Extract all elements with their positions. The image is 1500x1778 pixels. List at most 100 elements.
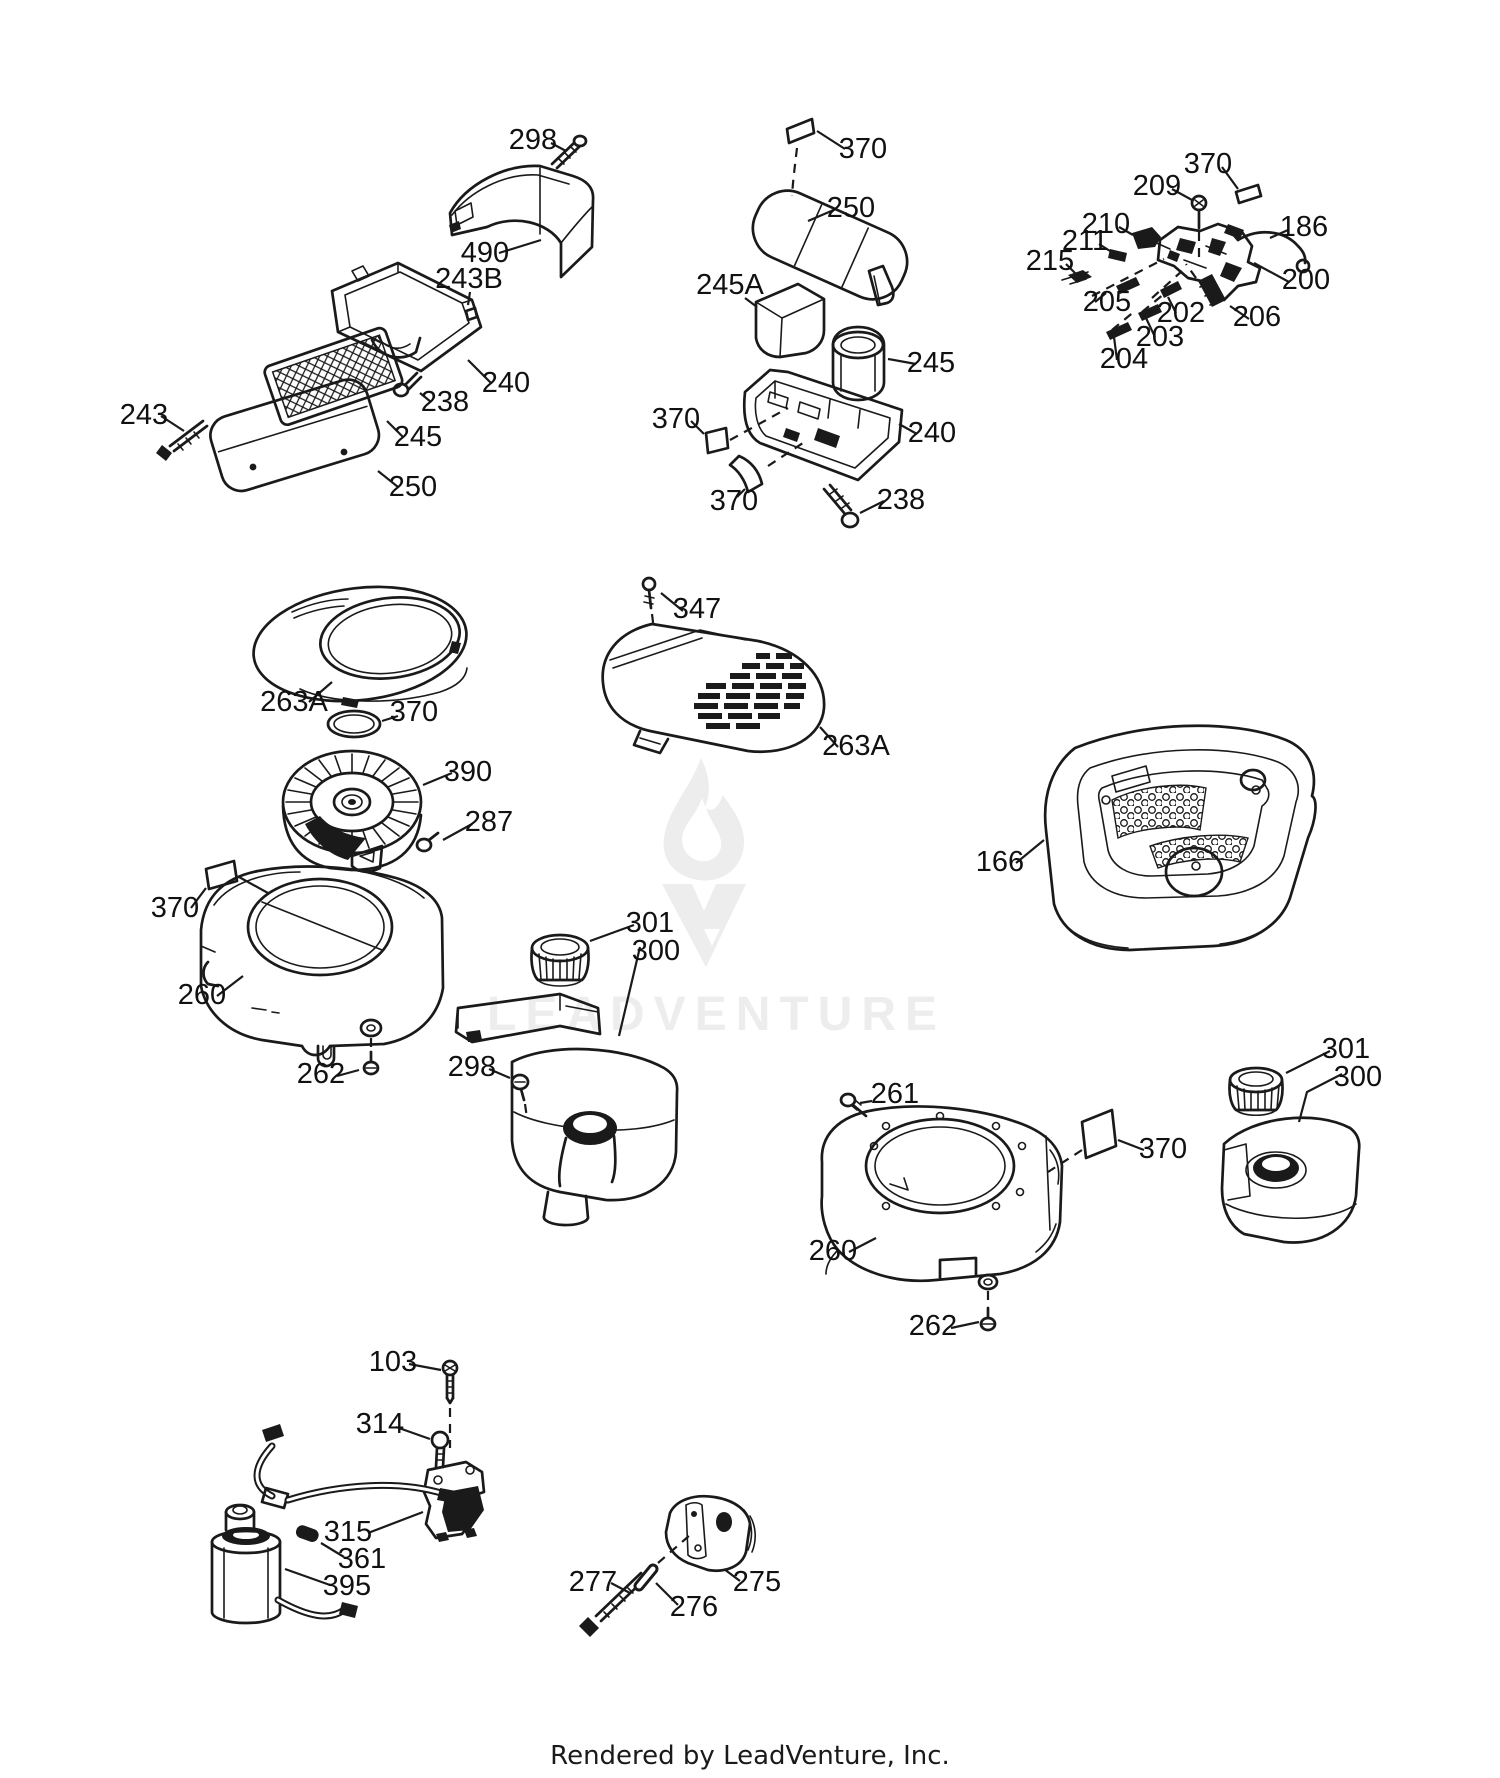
callout-245A: 245A: [696, 269, 764, 301]
callout-298b: 298: [448, 1051, 496, 1083]
part-decal-370-curved: [728, 454, 764, 494]
callout-370-tr: 370: [1184, 148, 1232, 180]
part-bolt-243: [156, 419, 209, 461]
callout-186: 186: [1280, 211, 1328, 243]
callout-370-bh-a: 370: [151, 892, 199, 924]
air-cleaner-assembly-a: [156, 134, 595, 493]
muffler-assembly: [579, 1494, 756, 1637]
part-screw-347: [641, 576, 657, 631]
callout-275: 275: [733, 1566, 781, 1598]
part-screw-298b: [510, 1073, 530, 1119]
part-screw-262b: [979, 1291, 997, 1332]
part-screw-287: [415, 831, 440, 853]
callout-287: 287: [465, 806, 513, 838]
part-screw-298a: [550, 134, 588, 170]
callout-243b: 243B: [435, 263, 503, 295]
part-cover-250b: [751, 189, 909, 307]
callout-204: 204: [1100, 343, 1148, 375]
part-spring-206: [1185, 263, 1226, 307]
fuel-tank-assembly-b: [1220, 1066, 1361, 1244]
carburetor-linkage-assembly: [1061, 183, 1311, 340]
callout-243: 243: [120, 399, 168, 431]
part-motor-395: [210, 1503, 358, 1625]
part-decal-370-round: [326, 709, 382, 739]
callout-262b: 262: [909, 1310, 957, 1342]
part-rod-186: [1229, 230, 1311, 274]
callout-262a: 262: [297, 1058, 345, 1090]
blower-housing-assembly-b: [820, 1092, 1118, 1332]
callout-263a-b: 263A: [822, 730, 890, 762]
callout-209: 209: [1133, 170, 1181, 202]
part-filter-245b: [831, 325, 886, 402]
callout-205: 205: [1083, 286, 1131, 318]
part-screw-238b: [822, 483, 860, 529]
callout-370-round: 370: [390, 696, 438, 728]
callout-238b: 238: [877, 484, 925, 516]
part-springs-202-205: [1091, 258, 1183, 340]
part-screw-209: [1190, 194, 1208, 258]
callout-370-bh-b: 370: [1139, 1133, 1187, 1165]
part-cover-490: [448, 164, 595, 279]
callouts: 298 490 243B 240 238 245 243 250 370 250…: [120, 124, 1382, 1623]
part-tank-300a: [454, 992, 679, 1227]
callout-202: 202: [1157, 297, 1205, 329]
callout-211: 211: [1062, 225, 1108, 257]
part-cover-263a-a: [252, 585, 468, 708]
callout-240b: 240: [908, 417, 956, 449]
callout-298a: 298: [509, 124, 557, 156]
part-spacer-276: [633, 1534, 691, 1592]
callout-370-left: 370: [652, 403, 700, 435]
callout-370-curved: 370: [710, 485, 758, 517]
engine-cover-assembly: [252, 585, 468, 739]
callout-300a: 300: [632, 935, 680, 967]
part-cover-250a: [209, 378, 381, 493]
part-bolt-103: [441, 1359, 459, 1448]
part-muffler-cover-166: [1043, 724, 1317, 952]
part-lever-210: [1132, 227, 1161, 249]
callout-103: 103: [369, 1346, 417, 1378]
fuel-tank-assembly-a: [454, 933, 679, 1227]
part-tank-300b: [1220, 1116, 1361, 1244]
part-screw-238a: [392, 371, 423, 398]
part-screw-262a: [362, 1038, 380, 1076]
part-screw-261: [839, 1092, 868, 1118]
callout-263a-a: 263A: [260, 686, 328, 718]
callout-395: 395: [323, 1570, 371, 1602]
part-bracket-200: [1156, 222, 1262, 302]
part-decal-370-bh-a: [204, 859, 239, 891]
callout-261: 261: [871, 1078, 919, 1110]
part-decal-370-top: [785, 117, 816, 145]
callout-245b: 245: [907, 347, 955, 379]
callout-490: 490: [461, 237, 509, 269]
part-filter-245A: [754, 282, 826, 359]
callout-390: 390: [444, 756, 492, 788]
part-decal-370-tr: [1234, 183, 1263, 205]
callout-250a: 250: [389, 471, 437, 503]
callout-240a: 240: [482, 367, 530, 399]
cylinder-cover-assembly: [601, 576, 826, 755]
muffler-cover-assembly: [1043, 724, 1317, 952]
callout-203: 203: [1136, 321, 1184, 353]
callout-301b: 301: [1322, 1033, 1370, 1065]
callout-206: 206: [1233, 301, 1281, 333]
electric-starter-assembly: [210, 1359, 486, 1625]
callout-260b: 260: [809, 1235, 857, 1267]
callout-245a: 245: [394, 421, 442, 453]
callout-250b: 250: [827, 192, 875, 224]
callout-276: 276: [670, 1591, 718, 1623]
callout-347: 347: [673, 593, 721, 625]
callout-166: 166: [976, 846, 1024, 878]
watermark-text: LEADVENTURE: [487, 988, 946, 1041]
part-bolt-314: [430, 1430, 450, 1469]
callout-200: 200: [1282, 264, 1330, 296]
callout-277: 277: [569, 1566, 617, 1598]
part-wire-harness: [253, 1424, 456, 1510]
part-rewind-390: [281, 749, 423, 873]
part-cover-263a-b: [601, 622, 826, 755]
blower-housing-assembly-a: [199, 859, 445, 1076]
part-filter-245a: [263, 326, 404, 427]
watermark-v-icon: [662, 884, 746, 967]
part-solenoid-315: [422, 1460, 486, 1542]
